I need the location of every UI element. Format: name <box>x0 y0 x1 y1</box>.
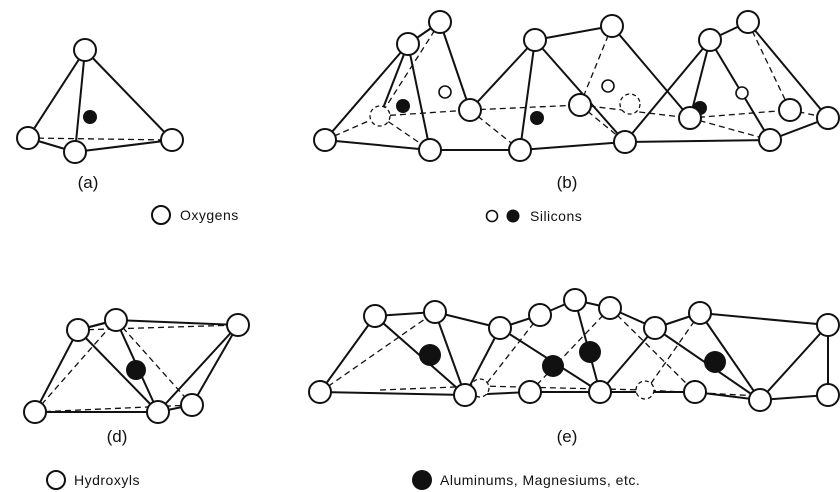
hydroxyl-atom <box>684 381 706 403</box>
legend-cations: Aluminums, Magnesiums, etc. <box>412 470 640 490</box>
oxygen-atom <box>314 129 336 151</box>
hydroxyl-atom <box>817 384 839 406</box>
silicon-filled-legend-icon <box>507 210 520 223</box>
silicon-atom-filled <box>530 111 544 125</box>
oxygen-atom <box>614 131 636 153</box>
cation-atom <box>579 341 601 363</box>
panel-label-b: (b) <box>557 173 578 192</box>
hydroxyl-atom <box>364 305 386 327</box>
hydroxyl-atom <box>24 401 46 423</box>
panel-label-e: (e) <box>557 427 578 446</box>
hydroxyl-atom <box>105 309 127 331</box>
oxygen-atom <box>161 129 183 151</box>
oxygen-atom <box>17 127 39 149</box>
oxygen-atom-hidden <box>370 106 390 126</box>
hydroxyl-legend-icon <box>47 471 65 489</box>
legend-hydroxyls: Hydroxyls <box>47 471 140 489</box>
cation-atom <box>542 355 564 377</box>
hydroxyl-atom <box>689 302 711 324</box>
hydroxyl-atom <box>454 384 476 406</box>
sheet-edges <box>320 300 828 400</box>
tetrahedral-sheet <box>314 11 839 161</box>
cation-legend-icon <box>412 470 432 490</box>
hydroxyl-atom <box>589 381 611 403</box>
oxygen-atom <box>524 29 546 51</box>
hydroxyl-atom <box>309 381 331 403</box>
oxygen-atom <box>699 29 721 51</box>
oxygen-atom <box>64 141 86 163</box>
hydroxyl-atom <box>227 314 249 336</box>
hydroxyl-atom <box>489 317 511 339</box>
hydroxyl-atom <box>67 319 89 341</box>
oxygen-atom <box>419 139 441 161</box>
silicon-atom-open <box>736 87 748 99</box>
legend-silicons: Silicons <box>487 208 583 224</box>
oxygen-atom <box>737 11 759 33</box>
panel-label-a: (a) <box>78 173 99 192</box>
hydroxyl-atom <box>424 301 446 323</box>
cation-atom <box>419 344 441 366</box>
oxygen-legend-icon <box>152 206 170 224</box>
octahedral-sheet <box>309 289 839 411</box>
oxygen-atom <box>817 107 839 129</box>
oxygen-atom <box>569 94 591 116</box>
silicon-atom-open <box>602 80 614 92</box>
oxygen-atom <box>779 99 801 121</box>
hydroxyl-atom <box>181 394 203 416</box>
tetrahedron-single <box>17 39 183 163</box>
hydroxyl-atom <box>749 389 771 411</box>
hydroxyl-atom <box>529 304 551 326</box>
tetrahedron-edges <box>28 50 172 152</box>
cation-atom <box>704 351 726 373</box>
oxygen-atom <box>429 11 451 33</box>
legend-label-cations: Aluminums, Magnesiums, etc. <box>440 472 640 488</box>
legend-label-hydroxyls: Hydroxyls <box>74 472 140 488</box>
hydroxyl-atom <box>519 381 541 403</box>
oxygen-atom <box>397 33 419 55</box>
octahedron-single <box>24 309 249 423</box>
silicon-open-legend-icon <box>487 211 498 222</box>
hydroxyl-atom <box>564 289 586 311</box>
oxygen-atom <box>459 99 481 121</box>
silicon-atom <box>83 110 97 124</box>
panel-label-d: (d) <box>107 427 128 446</box>
oxygen-atom-hidden <box>620 94 640 114</box>
hydroxyl-atom <box>147 401 169 423</box>
oxygen-atom <box>601 15 623 37</box>
oxygen-atom <box>679 107 701 129</box>
hydroxyl-atom-hidden <box>636 381 654 399</box>
legend-oxygens: Oxygens <box>152 206 239 224</box>
hydroxyl-atom <box>644 317 666 339</box>
oxygen-atom <box>74 39 96 61</box>
legend-label-oxygens: Oxygens <box>180 207 239 223</box>
oxygen-atom <box>509 139 531 161</box>
silicon-atom-open <box>439 86 451 98</box>
legend-label-silicons: Silicons <box>530 208 582 224</box>
hydroxyl-atom <box>817 314 839 336</box>
hydroxyl-atom <box>599 297 621 319</box>
cation-atom <box>126 360 146 380</box>
oxygen-atom <box>759 129 781 151</box>
silicon-atom-filled <box>396 99 410 113</box>
